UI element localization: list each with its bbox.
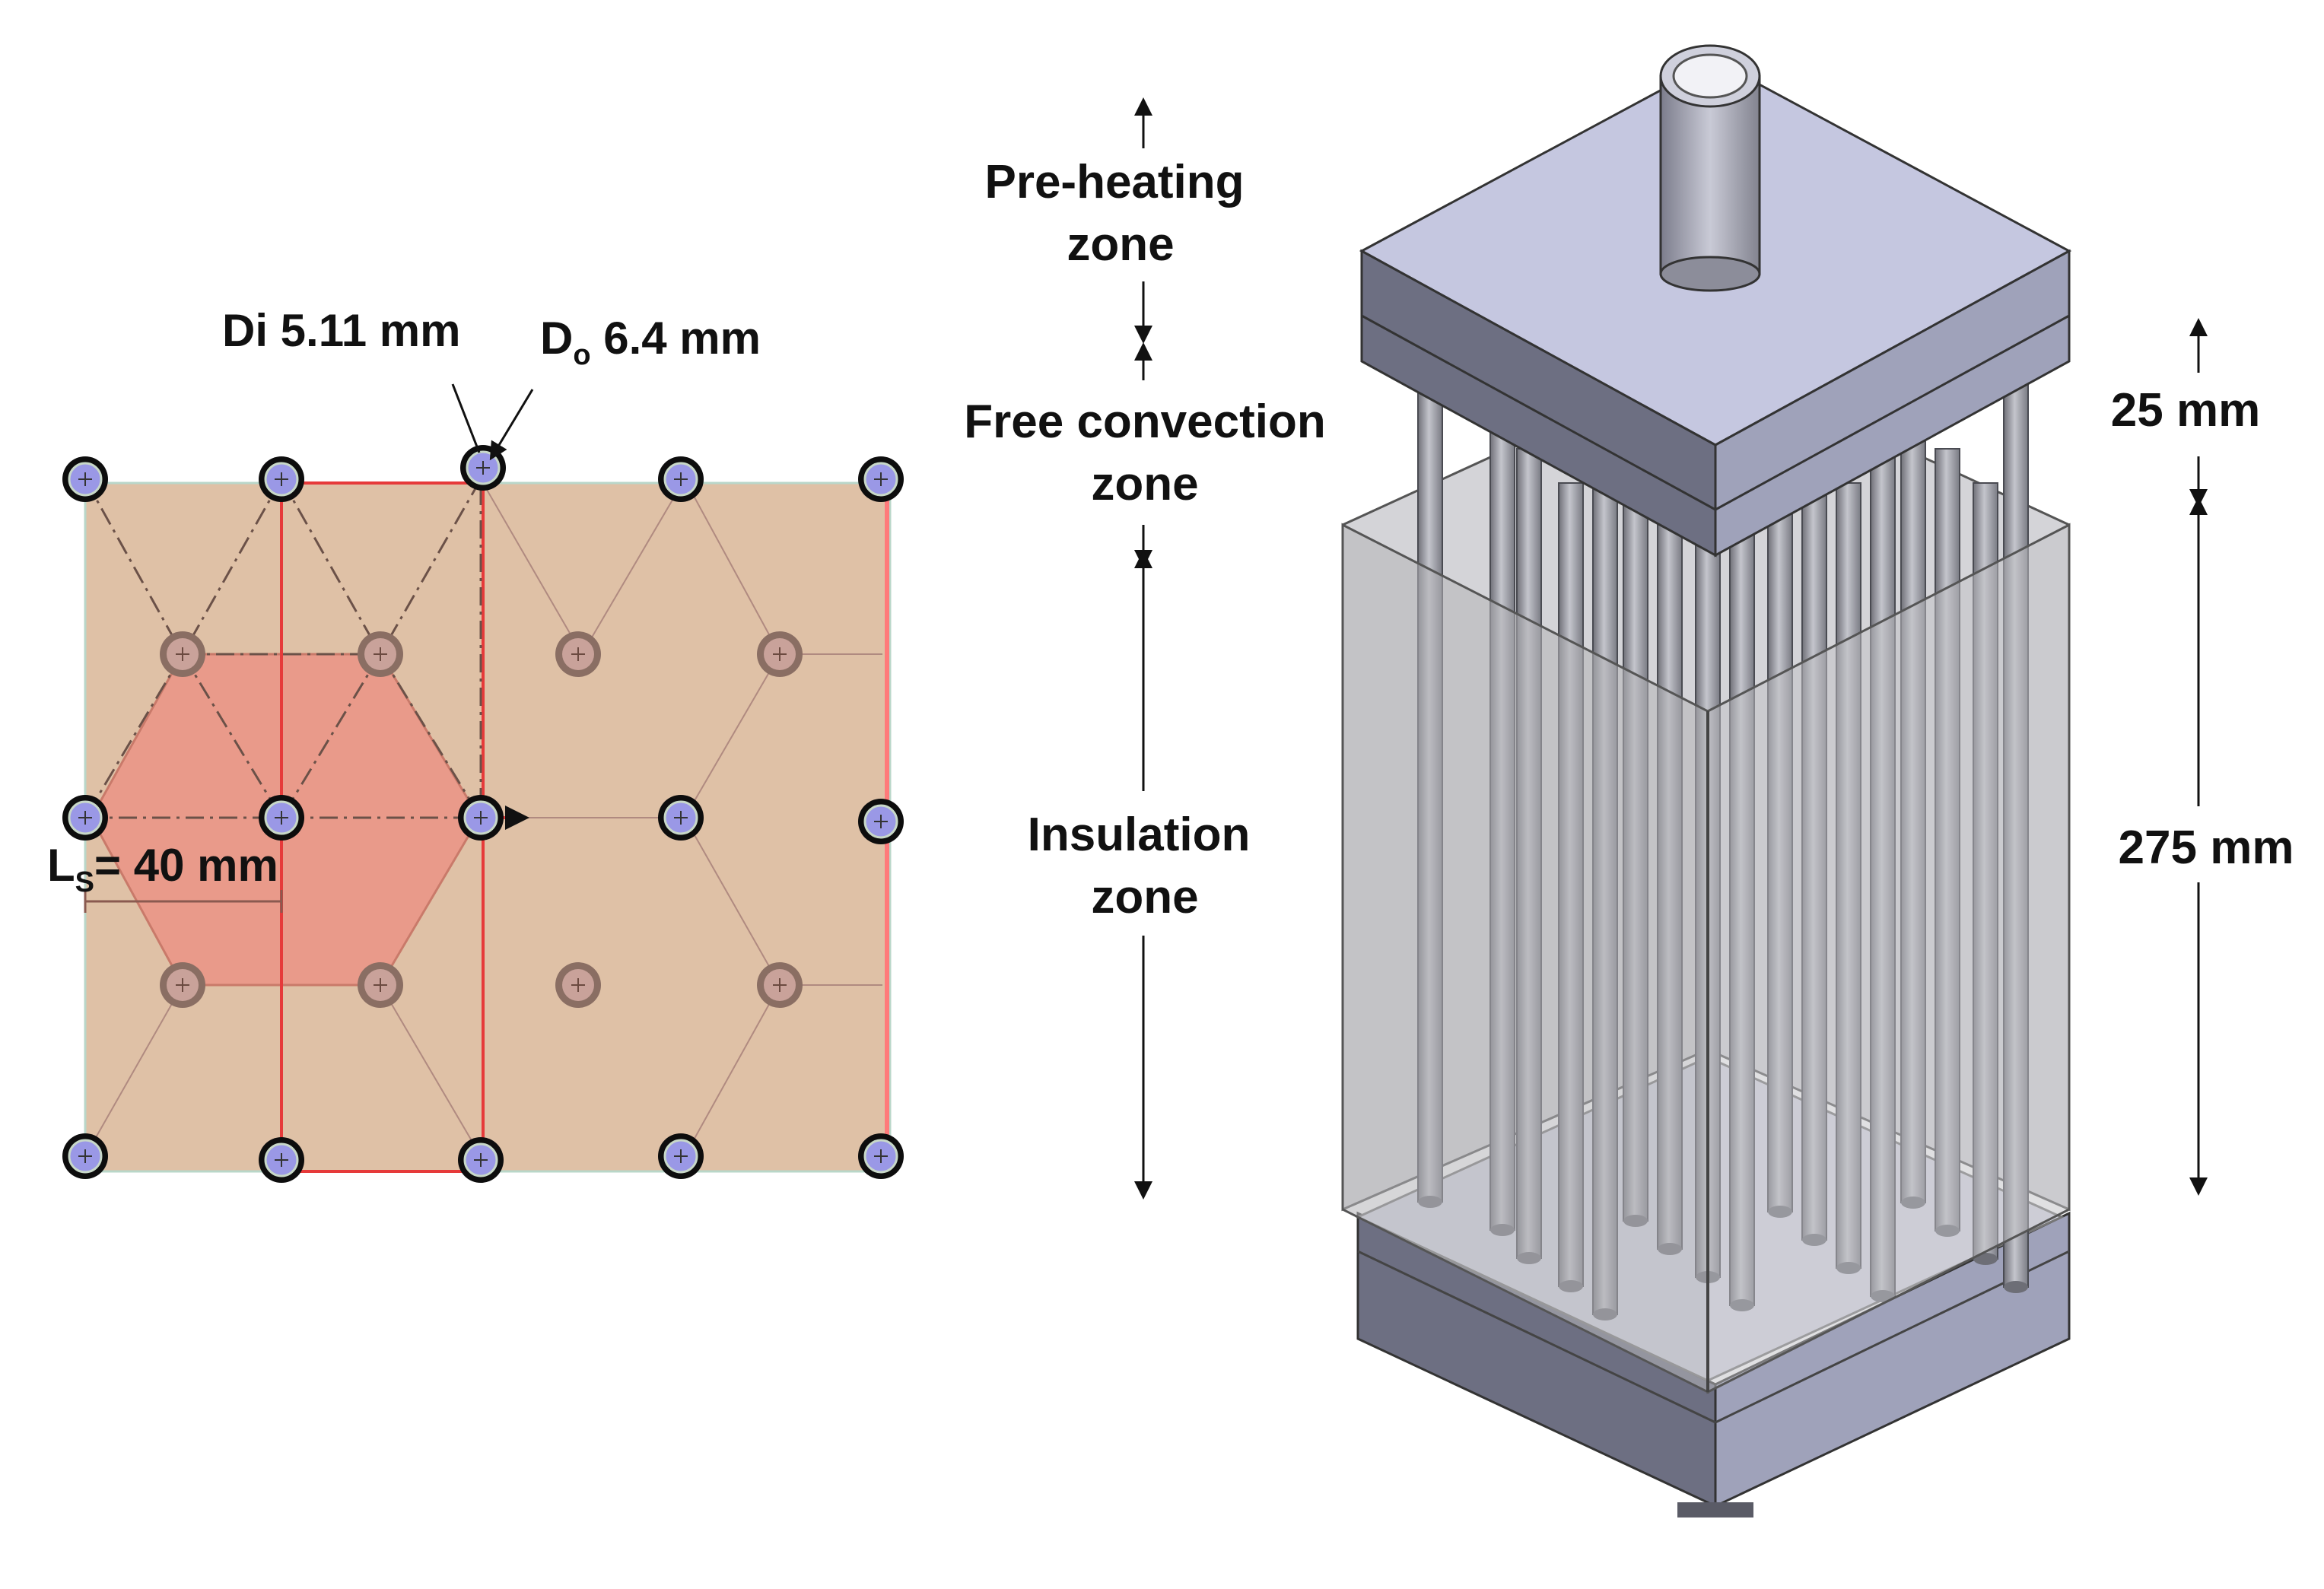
base-groove-left [1357,1250,1716,1424]
di-label: Di 5.11 mm [222,305,461,356]
base-right-face [1714,1211,2071,1508]
reactor-3d-model [1341,44,2072,1517]
do-label-main: D [540,313,573,364]
tube-marker [858,799,904,844]
tube-marker [62,1133,108,1179]
ls-label: LS= 40 mm [47,840,278,898]
inner-tube-marker [757,631,803,677]
tube-marker [259,795,304,841]
do-label: Do 6.4 mm [540,313,761,371]
ls-label-main: L [47,840,75,891]
background-hex-lines [84,478,882,1157]
tube-marker [62,795,108,841]
zone-insulation-line1: Insulation [1028,809,1251,861]
tube-marker [858,1133,904,1179]
do-leader-line [489,389,534,461]
do-label-value: 6.4 mm [591,313,761,364]
inner-tube-marker [358,631,403,677]
zone-preheat-line1: Pre-heating [984,156,1244,208]
inner-tube-marker [160,962,205,1008]
zone-preheat-line2: zone [1067,218,1174,271]
inner-tube-marker [160,631,205,677]
zone-insulation-line2: zone [1091,871,1198,923]
tube-layout-diagram: Di 5.11 mm Do 6.4 mm LS= 40 mm [47,305,904,1183]
header-groove-left [1361,314,1716,511]
inner-tube-marker [757,962,803,1008]
header-groove-right [1715,314,2070,511]
ls-label-sub: S [75,866,94,898]
inner-tube-marker [555,962,601,1008]
tube-marker [460,445,506,491]
dim-main-label: 275 mm [2119,822,2294,874]
base-foot [1677,1502,1753,1517]
chimney-base [1659,256,1761,292]
tube-marker [62,456,108,502]
chimney-opening [1672,53,1748,99]
di-leader-line [451,383,481,453]
tube-marker [858,456,904,502]
tube-marker [259,456,304,502]
tube-marker [458,1137,504,1183]
header-right-face [1714,249,2071,558]
tube-marker [259,1137,304,1183]
ls-label-value: = 40 mm [94,840,278,891]
tube-marker [458,795,504,841]
chimney-body [1659,75,1761,275]
triangular-pitch-lines [84,478,482,819]
do-label-sub: o [573,339,590,371]
inner-tube-marker [358,962,403,1008]
tube-array [62,445,904,1183]
tube-marker [658,456,704,502]
zone-freeconv-line1: Free convection [964,396,1325,448]
tube-marker [658,795,704,841]
inner-tube-marker [555,631,601,677]
tube-marker [658,1133,704,1179]
zone-freeconv-line2: zone [1091,458,1198,510]
dim-top-label: 25 mm [2111,384,2260,437]
